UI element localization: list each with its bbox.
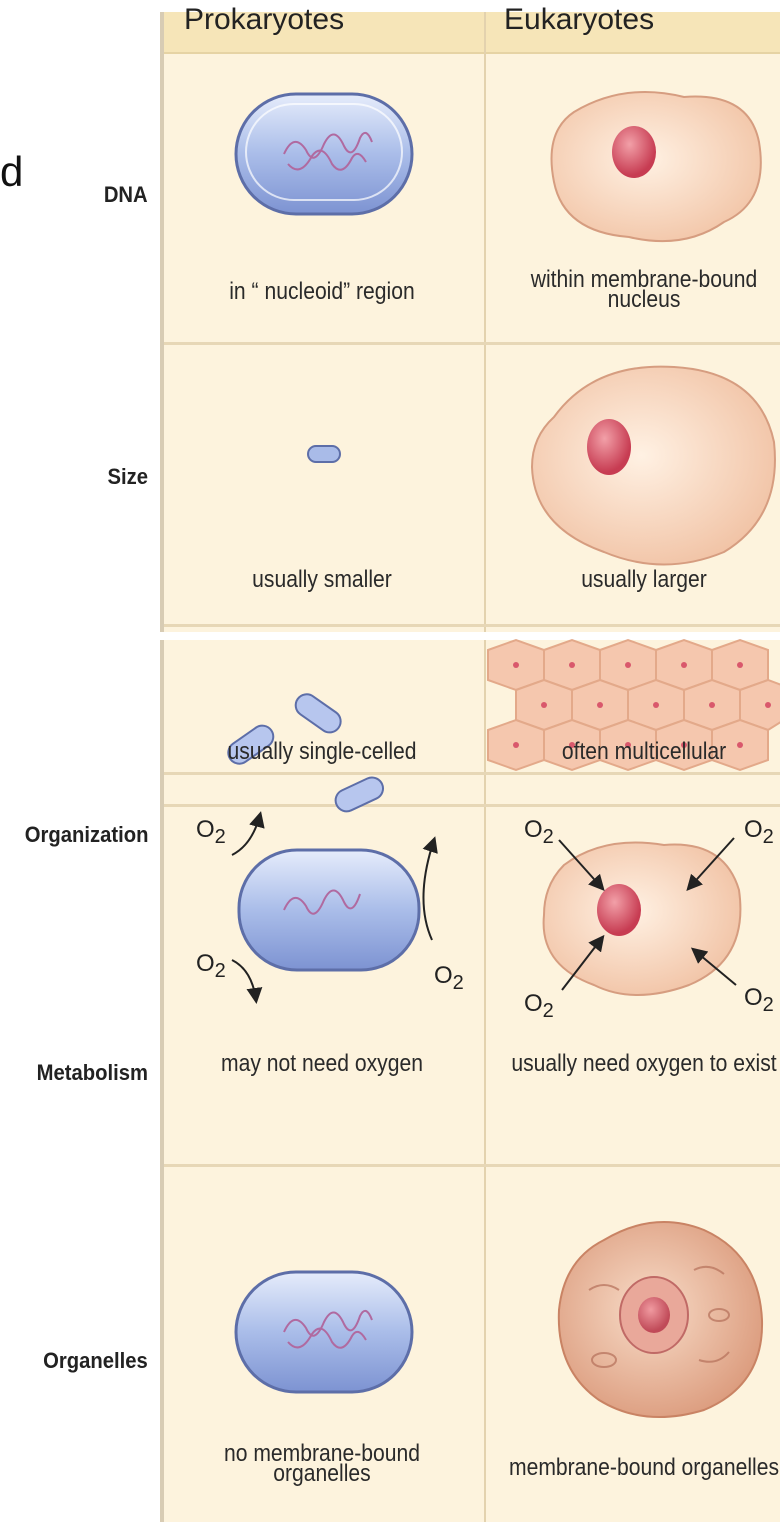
comparison-table-bottom: usually single-celled: [160, 640, 780, 1522]
oxygen-label: O2: [434, 962, 464, 995]
oxygen-subscript: 2: [543, 1000, 554, 1022]
oxygen-subscript: 2: [215, 960, 226, 982]
prokaryote-cell-dna-illustration: [224, 82, 424, 242]
row-divider: [164, 342, 780, 345]
caption-prokaryote-dna: in “ nucleoid” region: [183, 282, 461, 302]
eukaryote-cell-large-illustration: [524, 347, 780, 577]
oxygen-label-text: O: [744, 984, 763, 1011]
oxygen-label-text: O: [524, 816, 543, 843]
row-label-organization: Organization: [24, 822, 148, 848]
caption-prokaryote-metabolism: may not need oxygen: [183, 1054, 461, 1074]
oxygen-label: O2: [196, 816, 226, 849]
caption-eukaryote-metabolism: usually need oxygen to exist: [505, 1054, 780, 1074]
oxygen-label-text: O: [434, 962, 453, 989]
oxygen-label-text: O: [744, 816, 763, 843]
oxygen-subscript: 2: [215, 826, 226, 848]
oxygen-label: O2: [524, 816, 554, 849]
row-divider: [164, 624, 780, 627]
oxygen-subscript: 2: [763, 994, 774, 1016]
eukaryote-multicellular-tissue-illustration: [488, 640, 780, 790]
row-label-organelles: Organelles: [43, 1348, 148, 1374]
eukaryote-organelles-illustration: [544, 1200, 774, 1430]
caption-line: organelles: [183, 1464, 461, 1484]
row-label-size: Size: [107, 464, 148, 490]
prokaryote-metabolism-illustration: [184, 810, 474, 1010]
row-label-metabolism: Metabolism: [37, 1060, 148, 1086]
header-eukaryotes: Eukaryotes: [504, 3, 654, 37]
oxygen-subscript: 2: [453, 972, 464, 994]
comparison-table-top: Prokaryotes Eukaryotes in “ nucleoid” re…: [160, 12, 780, 632]
caption-eukaryote-organization: often multicellular: [505, 742, 780, 762]
oxygen-label: O2: [524, 990, 554, 1023]
stray-letter: d: [0, 148, 23, 196]
row-label-dna: DNA: [104, 182, 148, 208]
oxygen-label: O2: [196, 950, 226, 983]
oxygen-label-text: O: [196, 950, 215, 977]
oxygen-subscript: 2: [543, 826, 554, 848]
eukaryote-cell-dna-illustration: [534, 72, 774, 252]
oxygen-label-text: O: [524, 990, 543, 1017]
header-prokaryotes: Prokaryotes: [184, 3, 344, 37]
caption-eukaryote-dna: within membrane-bound nucleus: [505, 270, 780, 310]
prokaryote-cell-small-illustration: [304, 442, 344, 466]
oxygen-label: O2: [744, 984, 774, 1017]
caption-prokaryote-size: usually smaller: [183, 570, 461, 590]
caption-line: nucleus: [505, 290, 780, 310]
caption-prokaryote-organelles: no membrane-bound organelles: [183, 1444, 461, 1484]
table-header: Prokaryotes Eukaryotes: [164, 12, 780, 54]
prokaryote-organelles-illustration: [224, 1260, 424, 1410]
oxygen-label-text: O: [196, 816, 215, 843]
oxygen-subscript: 2: [763, 826, 774, 848]
caption-eukaryote-organelles: membrane-bound organelles: [505, 1458, 780, 1478]
caption-prokaryote-organization: usually single-celled: [183, 742, 461, 762]
oxygen-label: O2: [744, 816, 774, 849]
column-divider: [484, 12, 486, 632]
caption-eukaryote-size: usually larger: [505, 570, 780, 590]
row-divider: [164, 1164, 780, 1167]
